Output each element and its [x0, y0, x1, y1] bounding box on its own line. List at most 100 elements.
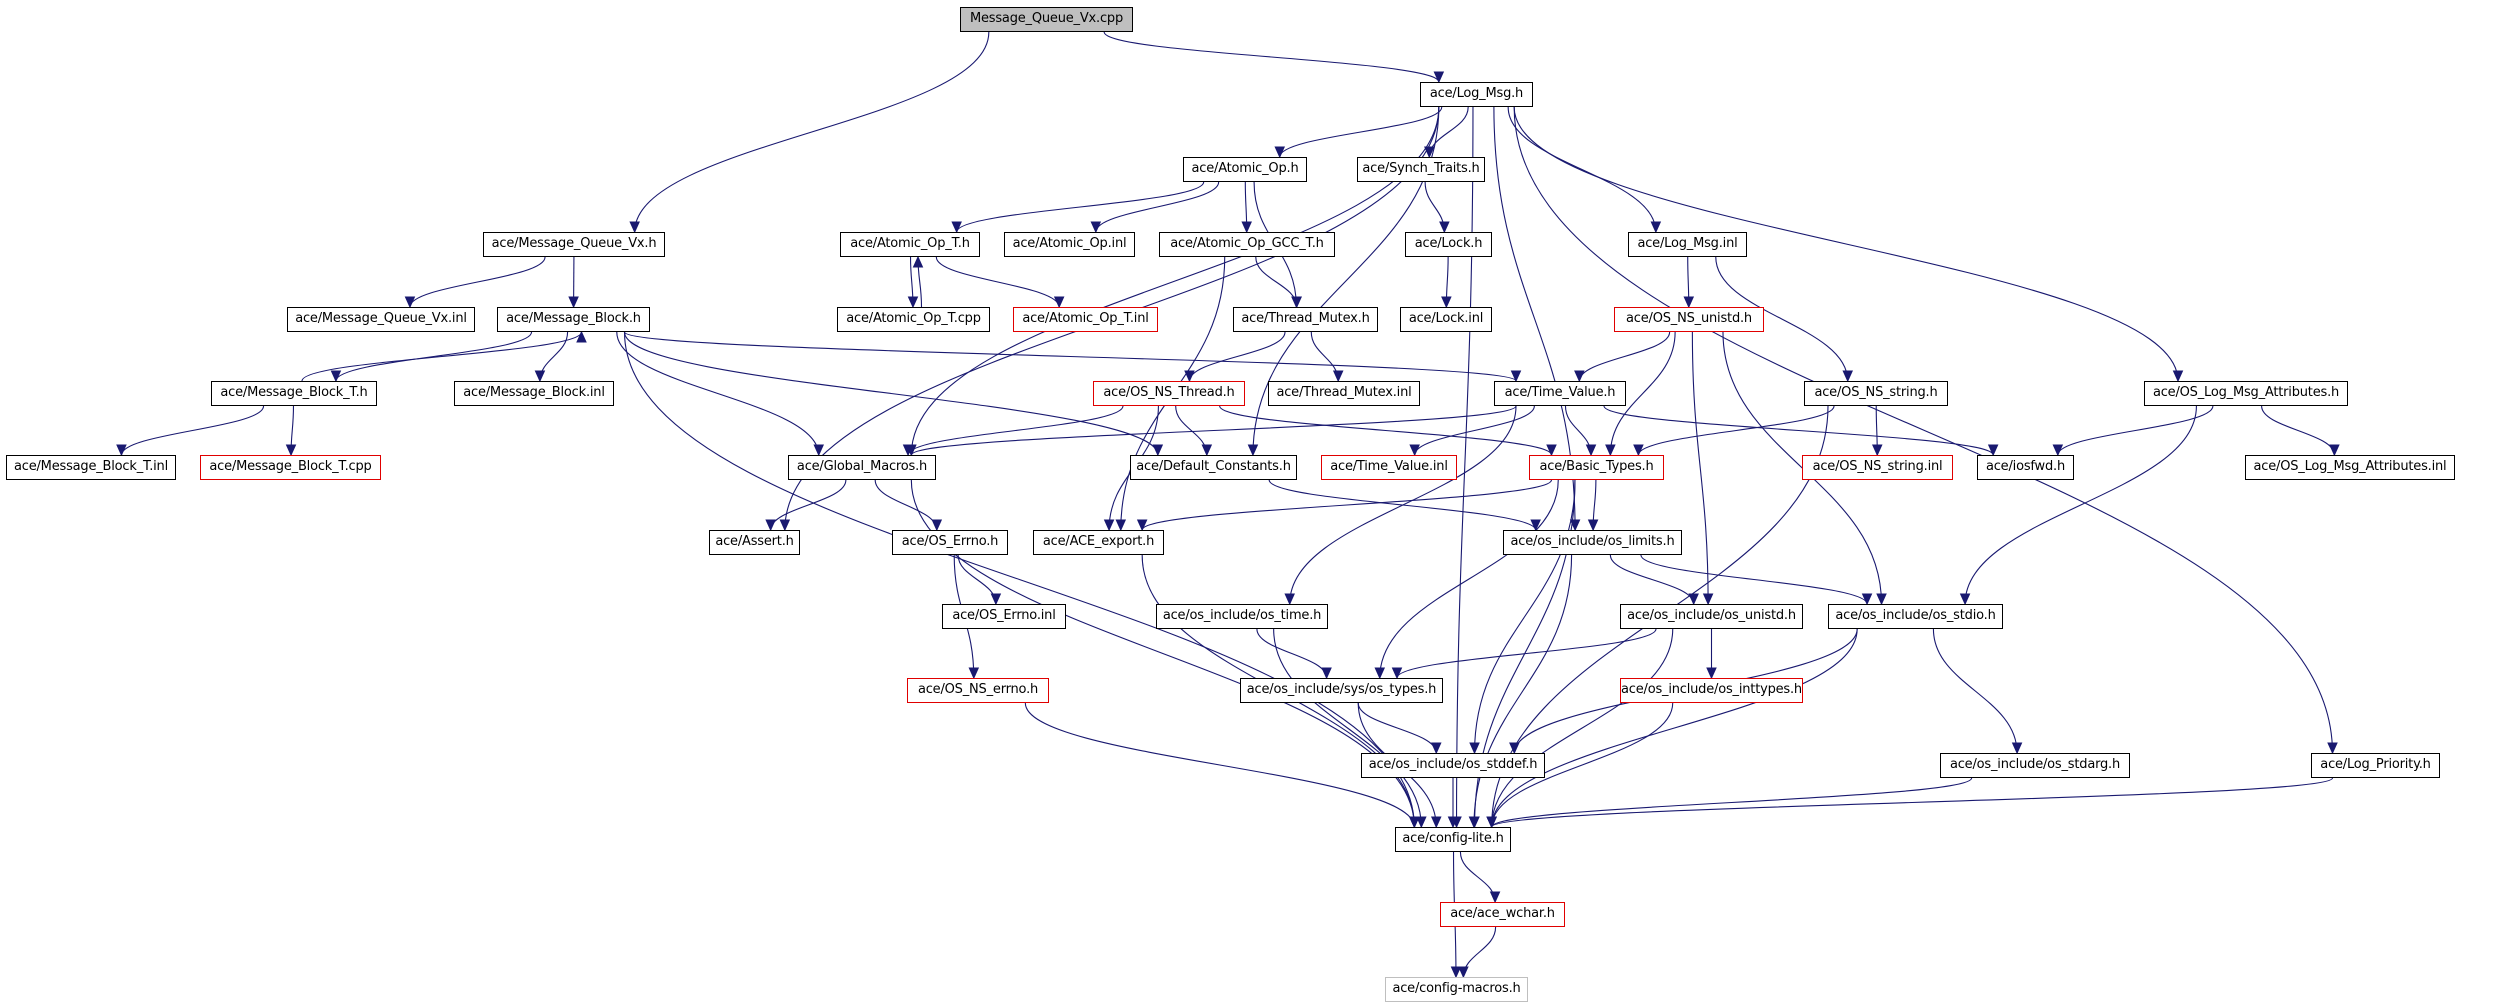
include-edge: [1103, 31, 1440, 83]
file-node[interactable]: ace/Atomic_Op.h: [1183, 157, 1307, 182]
arrowhead-icon: [1469, 742, 1480, 755]
file-node[interactable]: ace/OS_NS_string.h: [1804, 381, 1948, 406]
file-node[interactable]: ace/config-macros.h: [1385, 977, 1528, 1002]
arrowhead-icon: [2327, 742, 2338, 755]
include-edge: [1491, 702, 1674, 828]
include-edge: [301, 331, 583, 382]
arrowhead-icon: [1510, 370, 1522, 383]
include-edge: [335, 331, 533, 382]
file-node[interactable]: ace/ace_wchar.h: [1440, 902, 1565, 927]
include-edge: [1459, 851, 1496, 903]
include-edge: [2057, 405, 2214, 456]
file-node[interactable]: ace/OS_NS_string.inl: [1802, 455, 1953, 480]
arrowhead-icon: [1184, 370, 1195, 383]
file-node[interactable]: ace/Message_Block_T.h: [211, 381, 377, 406]
file-node[interactable]: ace/os_include/os_inttypes.h: [1620, 678, 1803, 703]
file-node[interactable]: ace/Default_Constants.h: [1130, 455, 1297, 480]
arrowhead-icon: [1136, 519, 1148, 532]
file-node[interactable]: ace/os_include/os_stddef.h: [1361, 753, 1545, 778]
file-node[interactable]: ace/OS_Errno.inl: [942, 604, 1066, 629]
file-node[interactable]: ace/Time_Value.inl: [1321, 455, 1457, 480]
file-node[interactable]: ace/Atomic_Op_GCC_T.h: [1159, 232, 1335, 257]
file-node[interactable]: ace/Basic_Types.h: [1529, 455, 1664, 480]
include-edge: [1932, 628, 2018, 754]
arrowhead-icon: [931, 519, 943, 532]
include-edge: [1279, 106, 1443, 158]
file-node[interactable]: ace/OS_NS_errno.h: [907, 678, 1049, 703]
file-node[interactable]: ace/OS_Log_Msg_Attributes.h: [2144, 381, 2348, 406]
arrowhead-icon: [1683, 296, 1695, 309]
arrowhead-icon: [1374, 667, 1386, 680]
include-edge: [1609, 554, 1695, 605]
include-edge: [1507, 106, 1657, 233]
file-node[interactable]: ace/OS_NS_Thread.h: [1093, 381, 1245, 406]
arrowhead-icon: [116, 444, 127, 457]
include-edge: [874, 479, 938, 531]
file-node[interactable]: ace/os_include/os_limits.h: [1503, 530, 1682, 555]
file-node[interactable]: ace/Message_Queue_Vx.inl: [287, 307, 475, 332]
include-edge: [1964, 405, 2197, 605]
file-node[interactable]: ace/Thread_Mutex.inl: [1268, 381, 1420, 406]
file-node[interactable]: ace/Message_Block.inl: [454, 381, 614, 406]
file-node[interactable]: ace/Log_Msg.inl: [1628, 232, 1747, 257]
include-edge: [1256, 628, 1328, 679]
arrowhead-icon: [1458, 966, 1469, 979]
file-node[interactable]: ace/Global_Macros.h: [788, 455, 936, 480]
arrowhead-icon: [2052, 444, 2064, 457]
file-node[interactable]: ace/Log_Msg.h: [1420, 82, 1533, 107]
file-node[interactable]: ace/OS_Log_Msg_Attributes.inl: [2245, 455, 2455, 480]
arrowhead-icon: [404, 296, 416, 309]
arrowhead-icon: [779, 519, 791, 532]
arrowhead-icon: [1450, 966, 1462, 979]
file-node[interactable]: ace/os_include/os_stdio.h: [1828, 604, 2003, 629]
file-node[interactable]: ace/Message_Block.h: [497, 307, 650, 332]
include-edge: [1414, 405, 1535, 456]
arrowhead-icon: [1247, 444, 1259, 457]
file-node[interactable]: ace/Time_Value.h: [1494, 381, 1626, 406]
include-edge: [1491, 628, 1674, 828]
arrowhead-icon: [951, 221, 962, 234]
file-node[interactable]: ace/Message_Queue_Vx.h: [483, 232, 665, 257]
file-node[interactable]: ace/iosfwd.h: [1977, 455, 2074, 480]
include-edge: [1141, 479, 1553, 531]
file-node[interactable]: ace/Synch_Traits.h: [1357, 157, 1485, 182]
file-node[interactable]: ace/os_include/sys/os_types.h: [1240, 678, 1443, 703]
arrowhead-icon: [1486, 816, 1497, 829]
include-edge: [1455, 106, 1474, 828]
include-edge: [1513, 106, 2334, 754]
include-edge: [1491, 777, 1973, 828]
include-edge: [1219, 405, 1553, 456]
arrowhead-icon: [1391, 667, 1403, 680]
file-node[interactable]: ace/Log_Priority.h: [2311, 753, 2440, 778]
arrowhead-icon: [1416, 816, 1427, 829]
file-node[interactable]: ace/os_include/os_unistd.h: [1620, 604, 1803, 629]
include-edge: [623, 331, 1517, 382]
root-file-node: Message_Queue_Vx.cpp: [960, 7, 1133, 32]
arrowhead-icon: [1291, 296, 1302, 309]
file-node[interactable]: ace/Atomic_Op_T.inl: [1013, 307, 1158, 332]
include-edge: [907, 405, 1124, 456]
arrowhead-icon: [1872, 444, 1883, 457]
file-node[interactable]: ace/config-lite.h: [1395, 827, 1511, 852]
arrowhead-icon: [1530, 519, 1541, 532]
file-node[interactable]: ace/OS_Errno.h: [892, 530, 1008, 555]
include-edge: [1491, 628, 1858, 828]
file-node[interactable]: ace/ACE_export.h: [1033, 530, 1164, 555]
file-node[interactable]: ace/Atomic_Op.inl: [1004, 232, 1135, 257]
arrowhead-icon: [1509, 742, 1520, 755]
file-node[interactable]: ace/Atomic_Op_T.h: [840, 232, 980, 257]
file-node[interactable]: ace/os_include/os_stdarg.h: [1940, 753, 2130, 778]
file-node[interactable]: ace/os_include/os_time.h: [1156, 604, 1328, 629]
file-node[interactable]: ace/OS_NS_unistd.h: [1614, 307, 1764, 332]
file-node[interactable]: ace/Message_Block_T.cpp: [200, 455, 381, 480]
arrowhead-icon: [1569, 519, 1581, 532]
file-node[interactable]: ace/Thread_Mutex.h: [1233, 307, 1378, 332]
include-edge: [910, 405, 1517, 456]
include-edge: [1268, 479, 1537, 531]
file-node[interactable]: ace/Atomic_Op_T.cpp: [837, 307, 990, 332]
file-node[interactable]: ace/Message_Block_T.inl: [6, 455, 176, 480]
file-node[interactable]: ace/Lock.h: [1405, 232, 1492, 257]
file-node[interactable]: ace/Assert.h: [709, 530, 800, 555]
file-node[interactable]: ace/Lock.inl: [1400, 307, 1492, 332]
